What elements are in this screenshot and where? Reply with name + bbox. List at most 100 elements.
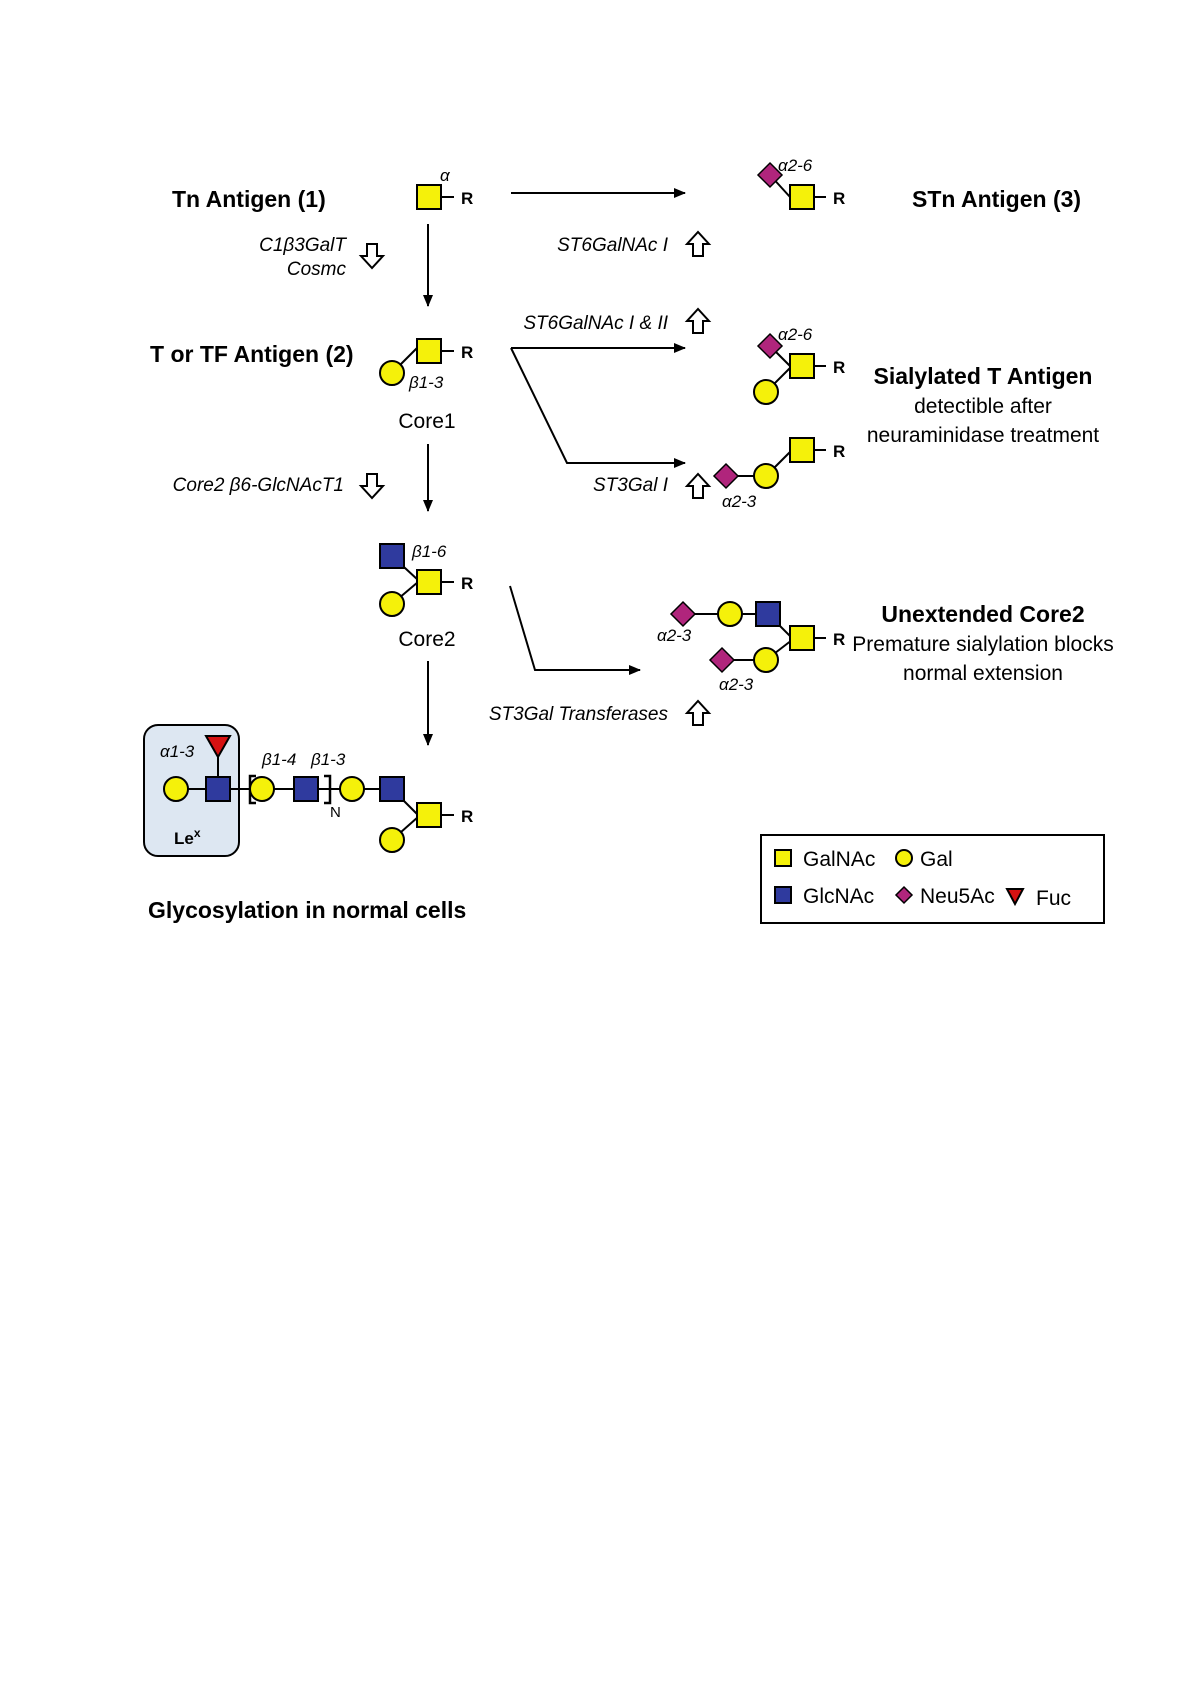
r-group: R [461, 343, 473, 362]
gal-symbol [339, 776, 365, 802]
galnac-symbol [416, 338, 442, 364]
lex-label-main: Le [174, 829, 194, 848]
galnac-symbol [789, 625, 815, 651]
legend-glcnac-symbol [774, 886, 792, 904]
r-group: R [461, 189, 473, 208]
sialylated-t-title: Sialylated T Antigen [874, 363, 1093, 389]
r-group: R [833, 189, 845, 208]
sialylated-t-glycan-a2-3: α2-3 R [712, 437, 845, 511]
arrow-t-to-sialylated-t-lower [510, 347, 686, 468]
up-hollow-arrow-st3gal-i [684, 472, 712, 499]
galnac-symbol [789, 437, 815, 463]
legend-galnac-label: GalNAc [803, 848, 875, 871]
r-group: R [833, 630, 845, 649]
sialylated-t-desc-1: detectible after [914, 395, 1052, 418]
lex-label: Lex [174, 826, 201, 848]
b1-3-linkage: β1-3 [408, 373, 444, 392]
symbol-legend: GalNAc Gal GlcNAc Neu5Ac Fuc [760, 834, 1105, 924]
gal-symbol [753, 463, 779, 489]
gal-symbol [249, 776, 275, 802]
t-antigen-label: T or TF Antigen (2) [150, 341, 354, 367]
stn-antigen-glycan: α2-6 R [756, 156, 845, 210]
a2-3-linkage: α2-3 [722, 492, 757, 511]
lex-box [143, 724, 240, 857]
galnac-symbol [789, 184, 815, 210]
gal-symbol [163, 776, 189, 802]
core1-label: Core1 [398, 410, 455, 433]
a2-3-linkage: α2-3 [719, 675, 754, 694]
gal-symbol [753, 647, 779, 673]
a1-3-linkage: α1-3 [160, 742, 195, 761]
lex-label-sup: x [194, 826, 201, 840]
gal-symbol [379, 827, 405, 853]
legend-fuc-symbol [1005, 888, 1025, 907]
enzyme-direction-arrows [358, 230, 712, 726]
legend-neu5ac-symbol [894, 885, 914, 905]
legend-glcnac-label: GlcNAc [803, 885, 874, 908]
glcnac-symbol [293, 776, 319, 802]
enzyme-st3gal-transferases: ST3Gal Transferases [489, 704, 669, 725]
core2-glycan: β1-6 R [379, 542, 473, 617]
b1-4-linkage: β1-4 [261, 750, 296, 769]
normal-cells-label: Glycosylation in normal cells [148, 897, 466, 923]
pathway-arrows [423, 188, 686, 746]
a2-6-linkage: α2-6 [778, 325, 813, 344]
legend-galnac-symbol [774, 849, 792, 867]
r-group: R [461, 574, 473, 593]
neu5ac-symbol [708, 646, 736, 674]
enzyme-st6galnac-i-ii: ST6GalNAc I & II [523, 313, 668, 334]
up-hollow-arrow-st3gal-transferases [684, 699, 712, 726]
unextended-core2-desc-2: normal extension [903, 662, 1063, 685]
r-group: R [461, 807, 473, 826]
neu5ac-symbol [756, 161, 784, 189]
sialylated-t-glycan-a2-6: α2-6 R [753, 325, 845, 405]
a2-3-linkage: α2-3 [657, 626, 692, 645]
r-group: R [833, 358, 845, 377]
down-hollow-arrow-c1b3galt [358, 243, 386, 270]
up-hollow-arrow-st6galnac-i [684, 230, 712, 257]
glcnac-symbol [379, 543, 405, 569]
enzyme-cosmc: Cosmc [287, 259, 347, 280]
legend-gal-symbol [895, 849, 913, 867]
enzyme-st3gal-i: ST3Gal I [593, 475, 669, 496]
legend-gal-label: Gal [920, 848, 953, 871]
tn-antigen-label: Tn Antigen (1) [172, 186, 326, 212]
neu5ac-symbol [669, 600, 697, 628]
gal-symbol [379, 591, 405, 617]
arrow-core2-to-unextended [509, 585, 641, 675]
tn-antigen-glycan: α R [416, 166, 473, 210]
t-antigen-glycan: β1-3 R [379, 338, 473, 392]
repeat-bracket-close [324, 774, 332, 805]
unextended-core2-desc-1: Premature sialylation blocks [852, 633, 1113, 656]
unextended-core2-title: Unextended Core2 [881, 601, 1084, 627]
gal-symbol [753, 379, 779, 405]
a2-6-linkage: α2-6 [778, 156, 813, 175]
down-hollow-arrow-core2-gnt [358, 473, 386, 500]
core2-label: Core2 [398, 628, 455, 651]
structure-labels: Tn Antigen (1) STn Antigen (3) T or TF A… [148, 186, 1114, 923]
r-group: R [833, 442, 845, 461]
b1-3-linkage: β1-3 [310, 750, 346, 769]
enzyme-st6galnac-i: ST6GalNAc I [557, 235, 669, 256]
enzyme-core2-gnt: Core2 β6-GlcNAcT1 [173, 475, 344, 496]
enzyme-labels: C1β3GalT Cosmc ST6GalNAc I ST6GalNAc I &… [173, 235, 669, 725]
repeat-n-label: N [330, 804, 341, 821]
b1-6-linkage: β1-6 [411, 542, 447, 561]
alpha-linkage: α [440, 166, 451, 185]
gal-symbol [717, 601, 743, 627]
fuc-symbol [204, 735, 232, 760]
galnac-symbol [416, 802, 442, 828]
legend-neu5ac-label: Neu5Ac [920, 885, 995, 908]
neu5ac-symbol [756, 332, 784, 360]
glcnac-symbol [205, 776, 231, 802]
legend-box [760, 834, 1105, 924]
galnac-symbol [416, 184, 442, 210]
gal-symbol [379, 360, 405, 386]
enzyme-c1b3galt: C1β3GalT [259, 235, 347, 256]
neu5ac-symbol [712, 462, 740, 490]
sialylated-t-desc-2: neuraminidase treatment [867, 424, 1099, 447]
up-hollow-arrow-st6galnac-i-ii [684, 307, 712, 334]
glcnac-symbol [755, 601, 781, 627]
galnac-symbol [416, 569, 442, 595]
